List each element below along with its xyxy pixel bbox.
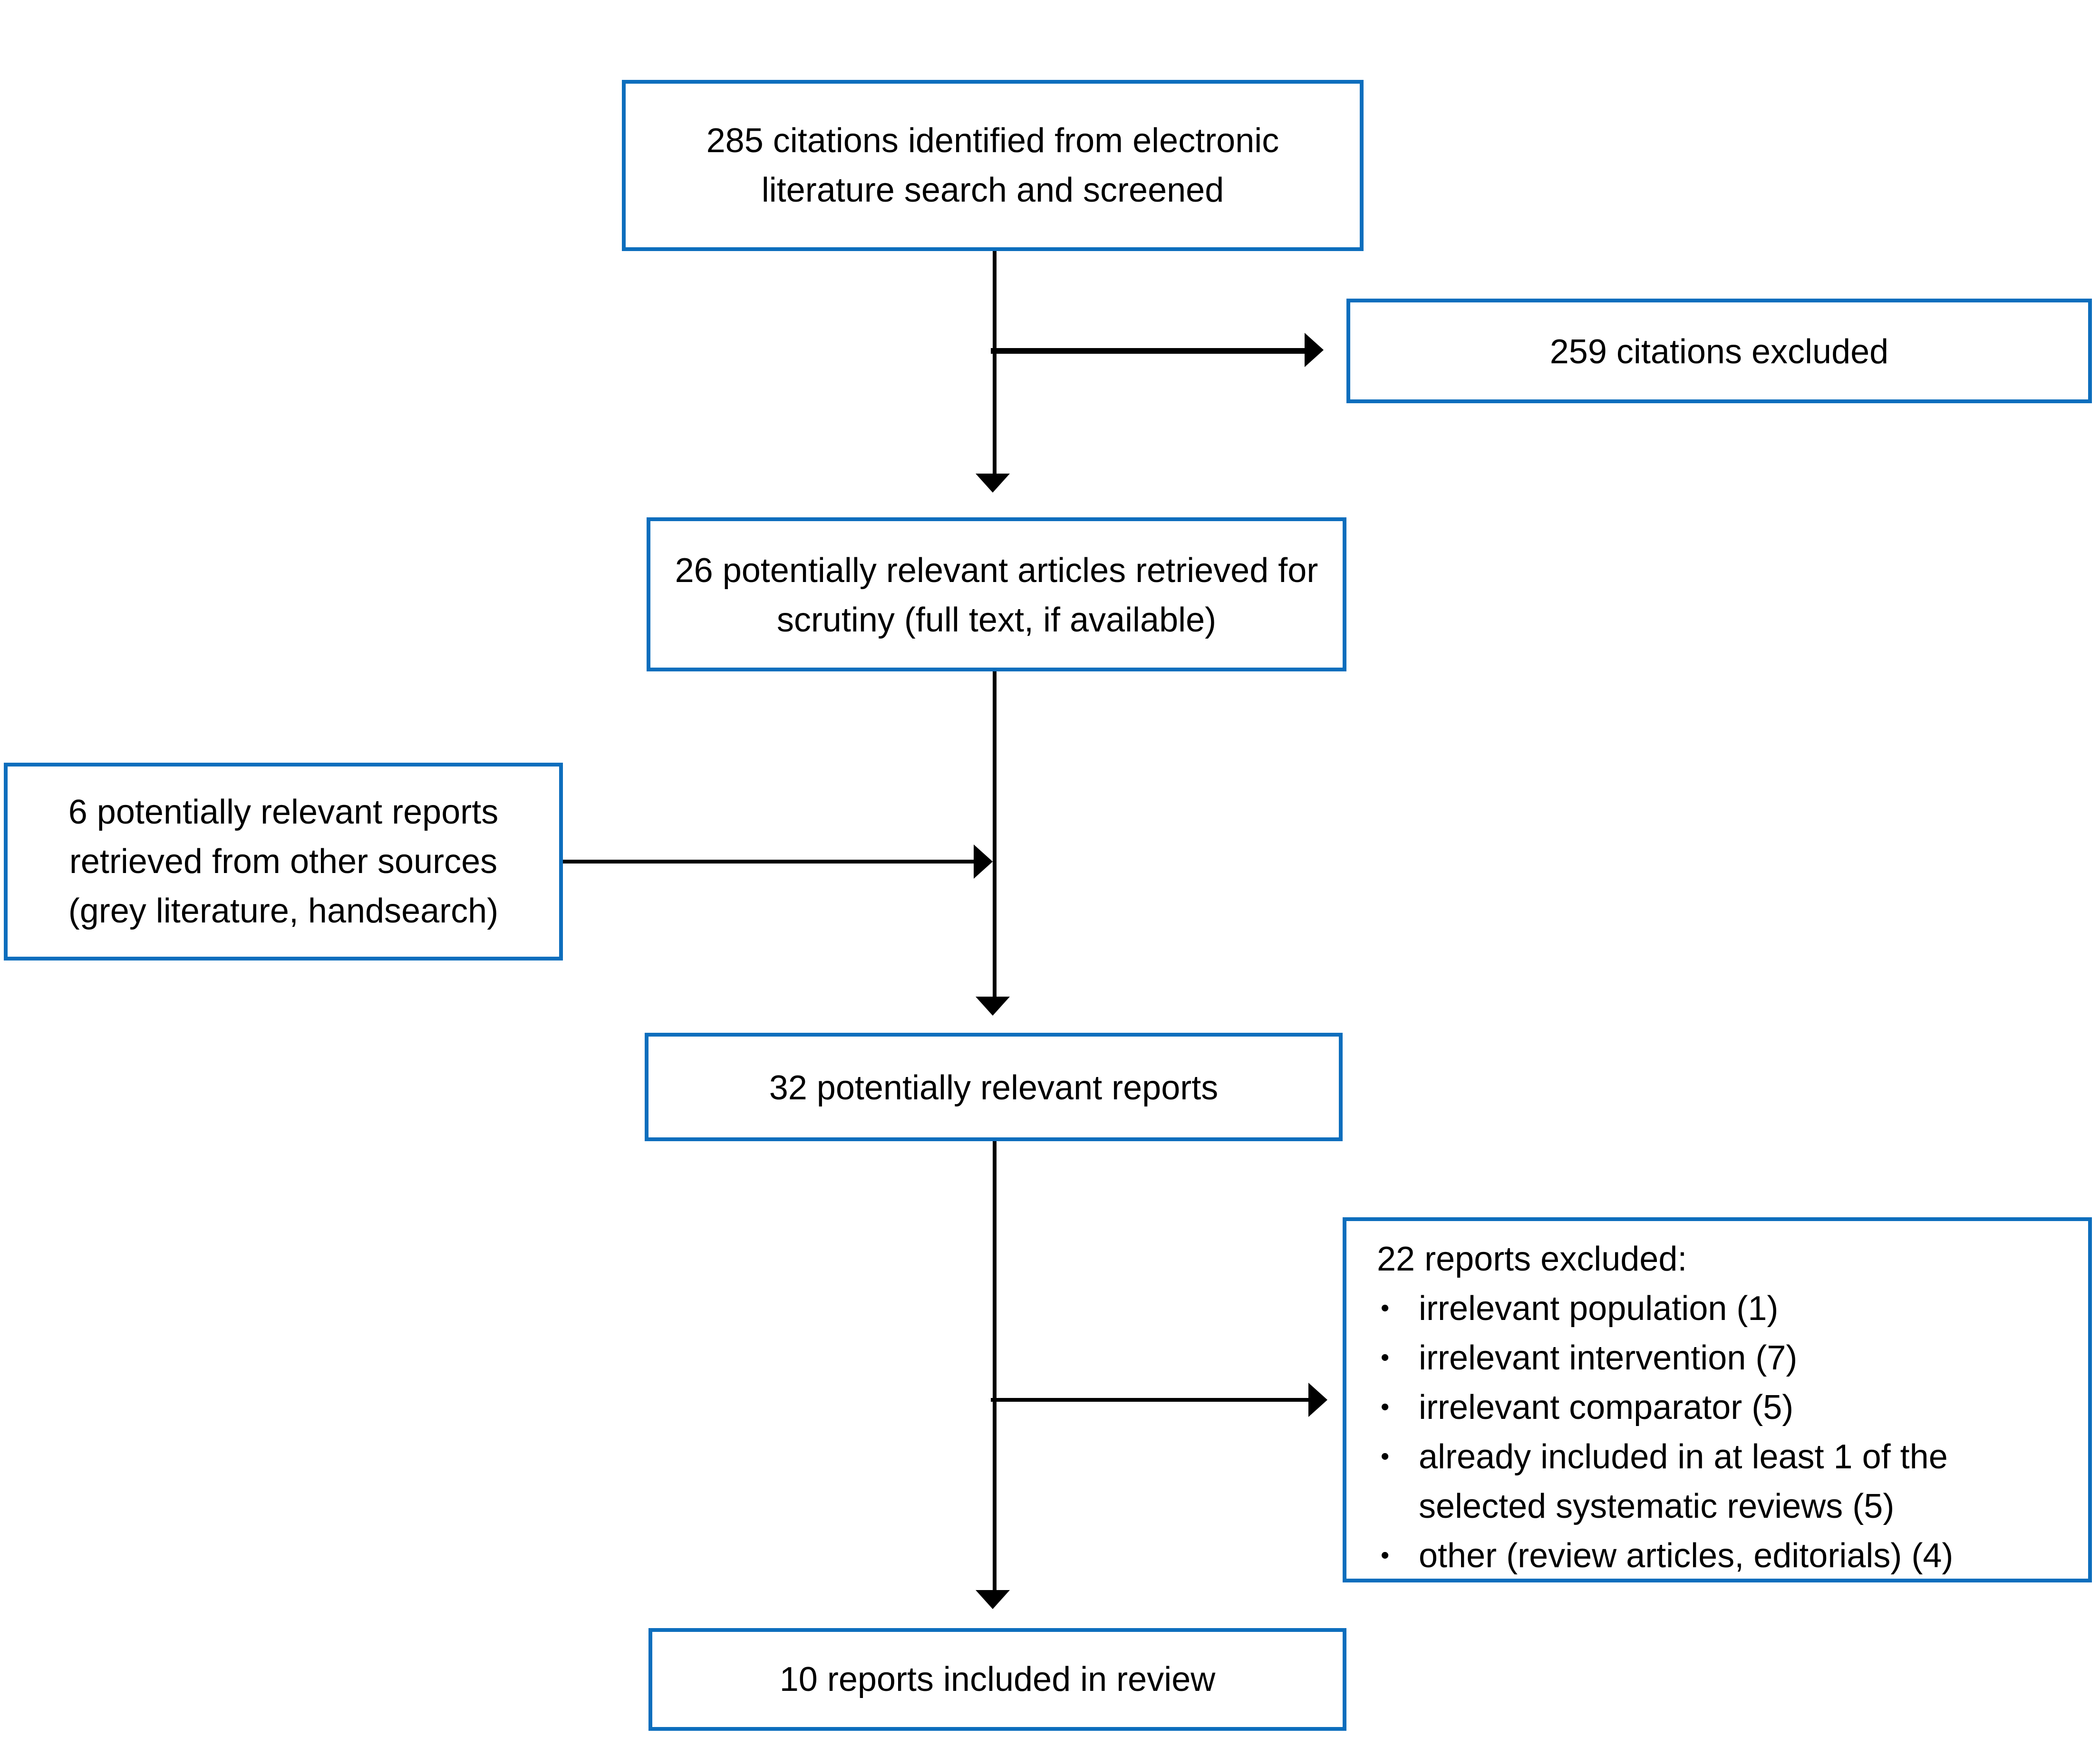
bullet-icon: • xyxy=(1381,1541,1390,1569)
flow-box-articles-retrieved-text: 26 potentially relevant articles retriev… xyxy=(675,551,1318,638)
bullet-icon: • xyxy=(1381,1293,1390,1322)
flow-box-citations-identified-text: 285 citations identified from electronic… xyxy=(706,122,1279,209)
arrow-combined-to-included-head-icon xyxy=(976,1590,1010,1609)
arrow-branch-excluded-reports-line xyxy=(991,1397,1308,1402)
arrow-retrieved-to-combined-line xyxy=(992,671,997,997)
excluded-reason-text: irrelevant population (1) xyxy=(1419,1290,1779,1328)
bullet-icon: • xyxy=(1381,1343,1390,1371)
arrow-identified-to-retrieved-head-icon xyxy=(976,474,1010,493)
flow-box-reports-excluded: 22 reports excluded: • irrelevant popula… xyxy=(1343,1217,2092,1582)
flow-box-citations-excluded-text: 259 citations excluded xyxy=(1549,332,1889,370)
flow-box-citations-identified: 285 citations identified from electronic… xyxy=(622,80,1364,251)
flow-box-reports-excluded-title: 22 reports excluded: xyxy=(1377,1240,1687,1278)
excluded-reason-item: • irrelevant population (1) xyxy=(1377,1284,2061,1333)
excluded-reason-item: • irrelevant comparator (5) xyxy=(1377,1383,2061,1432)
excluded-reason-text: already included in at least 1 of the se… xyxy=(1419,1438,1948,1525)
excluded-reason-item: • other (review articles, editorials) (4… xyxy=(1377,1531,2061,1581)
arrow-retrieved-to-combined-head-icon xyxy=(976,997,1010,1016)
arrow-branch-excluded-citations-head-icon xyxy=(1305,333,1324,367)
flow-box-combined-reports: 32 potentially relevant reports xyxy=(645,1033,1343,1141)
arrow-branch-excluded-citations-line xyxy=(991,349,1305,353)
excluded-reason-text: irrelevant comparator (5) xyxy=(1419,1388,1794,1426)
excluded-reason-item: • irrelevant intervention (7) xyxy=(1377,1333,2061,1383)
excluded-reason-text: other (review articles, editorials) (4) xyxy=(1419,1537,1954,1575)
arrow-identified-to-retrieved-line xyxy=(992,251,997,474)
flow-box-other-sources-text: 6 potentially relevant reports retrieved… xyxy=(68,793,499,930)
flow-box-articles-retrieved: 26 potentially relevant articles retriev… xyxy=(647,517,1346,671)
arrow-combined-to-included-line xyxy=(992,1141,997,1590)
excluded-reason-text: irrelevant intervention (7) xyxy=(1419,1339,1798,1377)
flow-box-reports-included: 10 reports included in review xyxy=(648,1628,1346,1731)
arrow-branch-excluded-reports-head-icon xyxy=(1308,1382,1327,1416)
arrow-other-sources-line xyxy=(563,859,974,864)
bullet-icon: • xyxy=(1381,1442,1390,1470)
flow-box-reports-included-text: 10 reports included in review xyxy=(779,1660,1216,1698)
flow-box-combined-reports-text: 32 potentially relevant reports xyxy=(769,1068,1219,1106)
flow-box-other-sources: 6 potentially relevant reports retrieved… xyxy=(4,763,563,960)
bullet-icon: • xyxy=(1381,1392,1390,1421)
flow-box-citations-excluded: 259 citations excluded xyxy=(1346,299,2092,403)
excluded-reason-item: • already included in at least 1 of the … xyxy=(1377,1432,2061,1531)
arrow-other-sources-head-icon xyxy=(974,844,993,878)
